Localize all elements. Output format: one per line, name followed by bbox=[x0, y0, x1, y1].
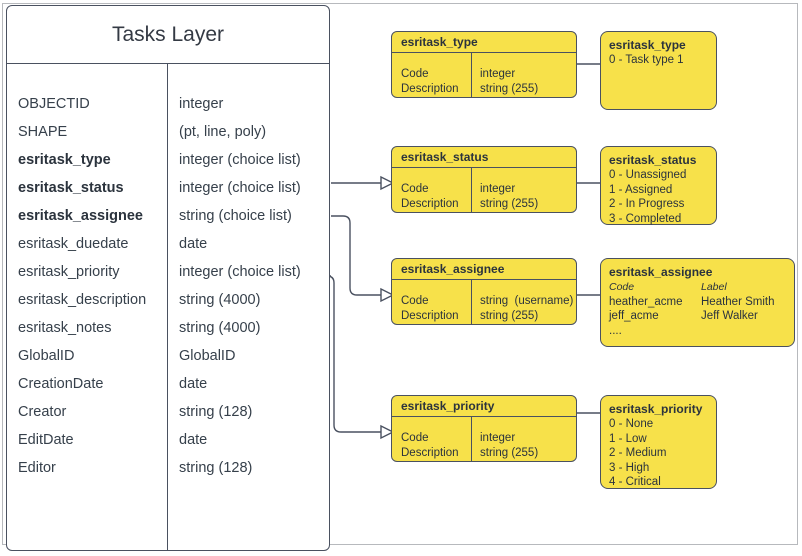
table-cell-type: integer (choice list) bbox=[179, 264, 301, 280]
value-box-line: 2 - In Progress bbox=[609, 198, 685, 210]
field-type-column: integer (pt, line, poly) integer (choice… bbox=[168, 90, 331, 482]
schema-box-left-col: Code Description bbox=[401, 295, 459, 322]
table-cell-type: string (4000) bbox=[179, 320, 261, 336]
table-cell-type: string (choice list) bbox=[179, 208, 292, 224]
table-cell-type: string (4000) bbox=[179, 292, 261, 308]
table-row: SHAPE bbox=[18, 124, 68, 140]
schema-box-body: Code Description integer string (255) bbox=[392, 53, 576, 97]
value-code: jeff_acme bbox=[609, 310, 659, 322]
schema-box-body: Code Description integer string (255) bbox=[392, 168, 576, 212]
value-box-column-headers: Code Label bbox=[609, 280, 794, 295]
value-box-title: esritask_priority bbox=[609, 402, 703, 416]
table-row: OBJECTID bbox=[18, 96, 90, 112]
schema-box-body: Code Description string (username) strin… bbox=[392, 280, 576, 324]
table-row: CreationDate bbox=[18, 376, 104, 392]
schema-box-divider bbox=[471, 417, 472, 461]
value-box-line: 0 - Task type 1 bbox=[609, 54, 684, 66]
schema-box-header: esritask_assignee bbox=[392, 259, 576, 280]
value-box-line: 1 - Assigned bbox=[609, 183, 673, 196]
table-row: esritask_description bbox=[18, 292, 147, 308]
table-row: EditDate bbox=[18, 432, 74, 448]
table-cell-type: string (128) bbox=[179, 460, 253, 476]
schema-box-right-col: integer string (255) bbox=[480, 183, 539, 210]
schema-box-header: esritask_priority bbox=[392, 396, 576, 417]
table-cell-type: GlobalID bbox=[179, 348, 236, 364]
table-cell-type: date bbox=[179, 236, 208, 252]
column-divider bbox=[167, 64, 168, 550]
layer-table-body: OBJECTID SHAPE esritask_type esritask_st… bbox=[7, 64, 329, 550]
column-header-label: Label bbox=[701, 281, 727, 293]
table-cell-type: date bbox=[179, 376, 208, 392]
value-label: Jeff Walker bbox=[701, 310, 758, 322]
schema-box-left-col: Code Description bbox=[401, 183, 459, 210]
value-box-line: 0 - None bbox=[609, 418, 654, 430]
schema-box-divider bbox=[471, 53, 472, 97]
schema-box-divider bbox=[471, 168, 472, 212]
table-row: esritask_priority bbox=[18, 264, 120, 280]
value-box-row: heather_acme Heather Smith bbox=[609, 295, 794, 310]
schema-box-divider bbox=[471, 280, 472, 324]
value-box-esritask-priority: esritask_priority 0 - None 1 - Low 2 - M… bbox=[600, 395, 717, 489]
table-row: Editor bbox=[18, 460, 56, 476]
value-box-line: 4 - Critical bbox=[609, 476, 661, 488]
value-box-line: 0 - Unassigned bbox=[609, 169, 687, 181]
schema-box-left-col: Code Description bbox=[401, 432, 459, 459]
table-cell-type: date bbox=[179, 432, 208, 448]
schema-box-right-col: integer string (255) bbox=[480, 432, 539, 459]
schema-box-right-col: string (username) string (255) bbox=[480, 295, 574, 322]
table-row: esritask_status bbox=[18, 180, 124, 196]
value-box-title: esritask_type bbox=[609, 38, 686, 52]
schema-box-header: esritask_type bbox=[392, 32, 576, 53]
value-box-title: esritask_assignee bbox=[609, 265, 713, 279]
schema-box-header: esritask_status bbox=[392, 147, 576, 168]
schema-box-esritask-type: esritask_type Code Description integer s… bbox=[391, 31, 577, 98]
schema-box-left-col: Code Description bbox=[401, 68, 459, 95]
value-box-line: 3 - High bbox=[609, 461, 650, 474]
value-label: Heather Smith bbox=[701, 295, 775, 308]
value-code: heather_acme bbox=[609, 295, 683, 308]
schema-box-esritask-assignee: esritask_assignee Code Description strin… bbox=[391, 258, 577, 325]
value-box-esritask-status: esritask_status 0 - Unassigned 1 - Assig… bbox=[600, 146, 717, 225]
table-cell-type: string (128) bbox=[179, 404, 253, 420]
value-box-ellipsis: .... bbox=[609, 324, 622, 337]
value-box-row: jeff_acme Jeff Walker bbox=[609, 309, 794, 324]
table-row: esritask_assignee bbox=[18, 208, 143, 224]
value-box-line: 2 - Medium bbox=[609, 447, 667, 459]
value-box-esritask-assignee: esritask_assignee Code Label heather_acm… bbox=[600, 258, 795, 347]
value-box-line: 1 - Low bbox=[609, 432, 647, 445]
schema-box-esritask-priority: esritask_priority Code Description integ… bbox=[391, 395, 577, 462]
field-name-column: OBJECTID SHAPE esritask_type esritask_st… bbox=[7, 90, 167, 482]
table-row: GlobalID bbox=[18, 348, 75, 364]
value-box-esritask-type: esritask_type 0 - Task type 1 bbox=[600, 31, 717, 110]
table-row: esritask_notes bbox=[18, 320, 112, 336]
page-title: Tasks Layer bbox=[7, 6, 329, 64]
table-cell-type: integer bbox=[179, 96, 224, 112]
table-cell-type: (pt, line, poly) bbox=[179, 124, 267, 140]
schema-box-right-col: integer string (255) bbox=[480, 68, 539, 95]
column-header-code: Code bbox=[609, 281, 635, 293]
schema-box-body: Code Description integer string (255) bbox=[392, 417, 576, 461]
tasks-layer-table: Tasks Layer OBJECTID SHAPE esritask_type… bbox=[6, 5, 330, 551]
table-row: esritask_duedate bbox=[18, 236, 129, 252]
value-box-title: esritask_status bbox=[609, 153, 697, 167]
table-cell-type: integer (choice list) bbox=[179, 180, 301, 196]
value-box-line: 3 - Completed bbox=[609, 212, 682, 225]
table-row: esritask_type bbox=[18, 152, 111, 168]
table-row: Creator bbox=[18, 404, 67, 420]
schema-box-esritask-status: esritask_status Code Description integer… bbox=[391, 146, 577, 213]
table-cell-type: integer (choice list) bbox=[179, 152, 301, 168]
